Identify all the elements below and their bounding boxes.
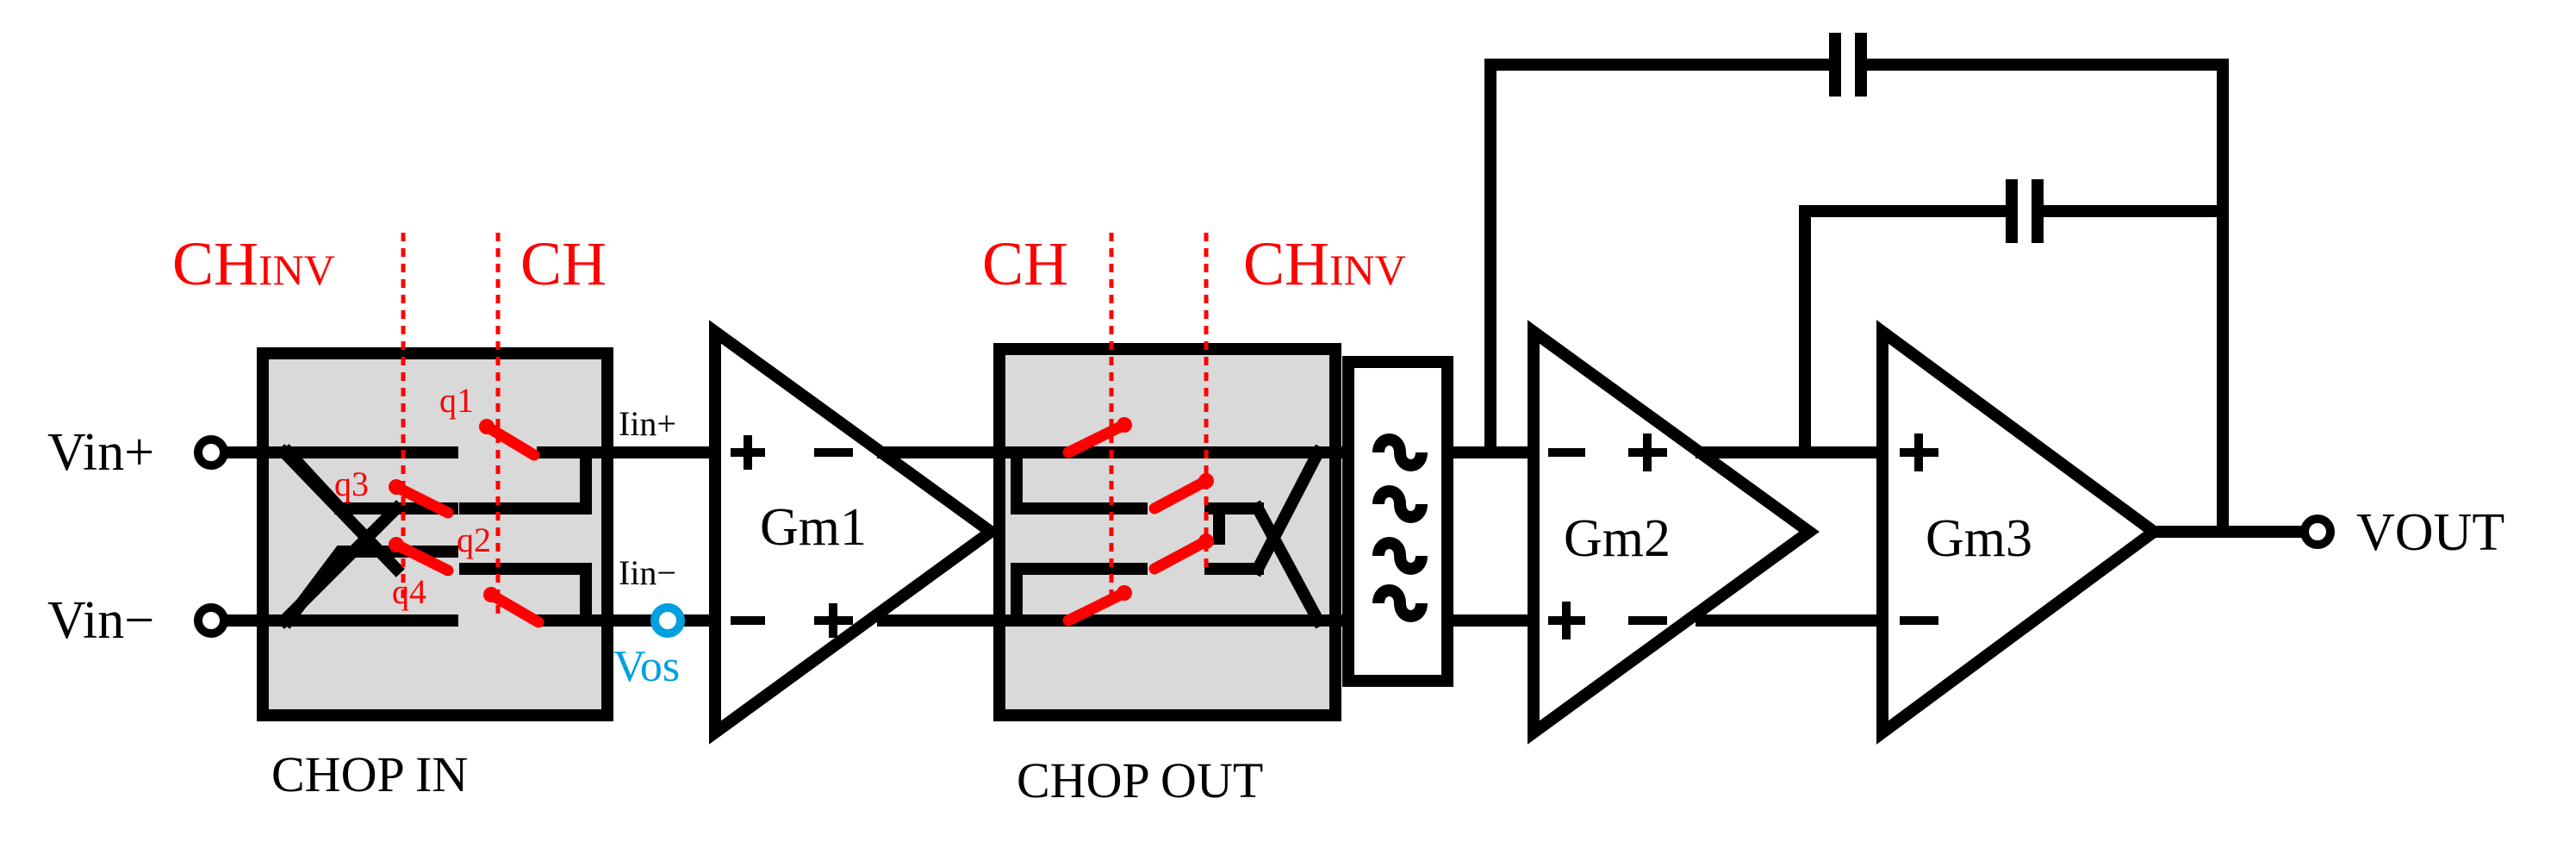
- vos-label: Vos: [613, 642, 680, 691]
- chop-in-x2: [276, 500, 405, 629]
- vout-label: VOUT: [2356, 503, 2504, 562]
- switch-q2-label: q2: [457, 521, 491, 559]
- chop-out-switch-1-tip: [1117, 417, 1132, 433]
- filter-wave-3: [1372, 537, 1428, 575]
- switch-q1-label: q1: [439, 381, 474, 420]
- switch-q2-tip: [389, 537, 404, 552]
- switch-q3-label: q3: [334, 465, 369, 503]
- gm3-label: Gm3: [1926, 509, 2032, 568]
- chop-out-switch-3-tip: [1198, 533, 1214, 549]
- gm1-plus-sign: [731, 435, 765, 470]
- gm2-label: Gm2: [1564, 509, 1671, 568]
- chop-in-ctrl-left-label: CHINV: [172, 229, 335, 298]
- vin-plus-label: Vin+: [47, 423, 154, 482]
- switch-q1-tip: [479, 419, 495, 434]
- chop-in-block: [257, 347, 613, 721]
- gm2-amplifier: [1528, 320, 1820, 745]
- switch-q4: [485, 589, 544, 628]
- filter-wave-4: [1372, 584, 1428, 622]
- vin-minus-label: Vin−: [47, 591, 154, 650]
- chop-out-ctrl-left-label: CH: [982, 229, 1068, 298]
- chop-in-inner-top: [459, 446, 592, 515]
- vin-minus-terminal: [194, 603, 228, 638]
- chop-out-cross-b: [1249, 444, 1327, 577]
- gm2-plus-top: [1628, 433, 1667, 471]
- low-pass-filter-icon: [1342, 356, 1453, 687]
- gm1-amplifier: [709, 320, 1001, 745]
- switch-q2: [390, 539, 454, 577]
- chop-out-ctrl-right-label: CHINV: [1243, 229, 1406, 298]
- outer-feedback-wire-right: [1855, 59, 2229, 538]
- chop-in-inner-bot: [459, 563, 592, 627]
- switch-q4-tip: [483, 587, 499, 602]
- chop-out-block: [993, 343, 1341, 721]
- chop-out-switch-2-tip: [1198, 473, 1214, 489]
- iin-plus-label: Iin+: [619, 404, 676, 443]
- chop-in-x1: [276, 444, 405, 577]
- chop-out-switch-3: [1148, 535, 1212, 575]
- gm2-plus-bot: [1548, 602, 1585, 639]
- vout-terminal: [2300, 515, 2335, 549]
- vin-plus-terminal: [194, 435, 228, 470]
- chop-in-title: CHOP IN: [271, 746, 468, 802]
- gm3-plus-top: [1900, 433, 1938, 471]
- chop-out-switch-4: [1062, 587, 1130, 627]
- iin-minus-label: Iin−: [619, 553, 676, 592]
- switch-q1: [481, 421, 540, 461]
- chop-out-switch-2: [1148, 475, 1212, 515]
- switch-q4-label: q4: [392, 572, 426, 611]
- chop-out-cross-a: [1249, 500, 1327, 629]
- gm3-amplifier: [1876, 320, 2164, 745]
- chop-out-title: CHOP OUT: [1017, 752, 1263, 808]
- filter-wave-2: [1372, 485, 1428, 523]
- chop-out-switch-1: [1062, 419, 1130, 458]
- switch-q3: [390, 481, 454, 519]
- chop-in-ctrl-right-label: CH: [520, 229, 607, 298]
- vos-node: [650, 603, 685, 638]
- filter-wave-1: [1372, 433, 1428, 471]
- switch-q3-tip: [389, 479, 404, 495]
- gm1-label: Gm1: [760, 498, 867, 557]
- inner-feedback-wire: [1799, 205, 2018, 458]
- outer-feedback-wire: [1484, 59, 1841, 458]
- gm1-plus-sign-bot: [814, 603, 853, 638]
- chop-out-switch-4-tip: [1117, 585, 1132, 601]
